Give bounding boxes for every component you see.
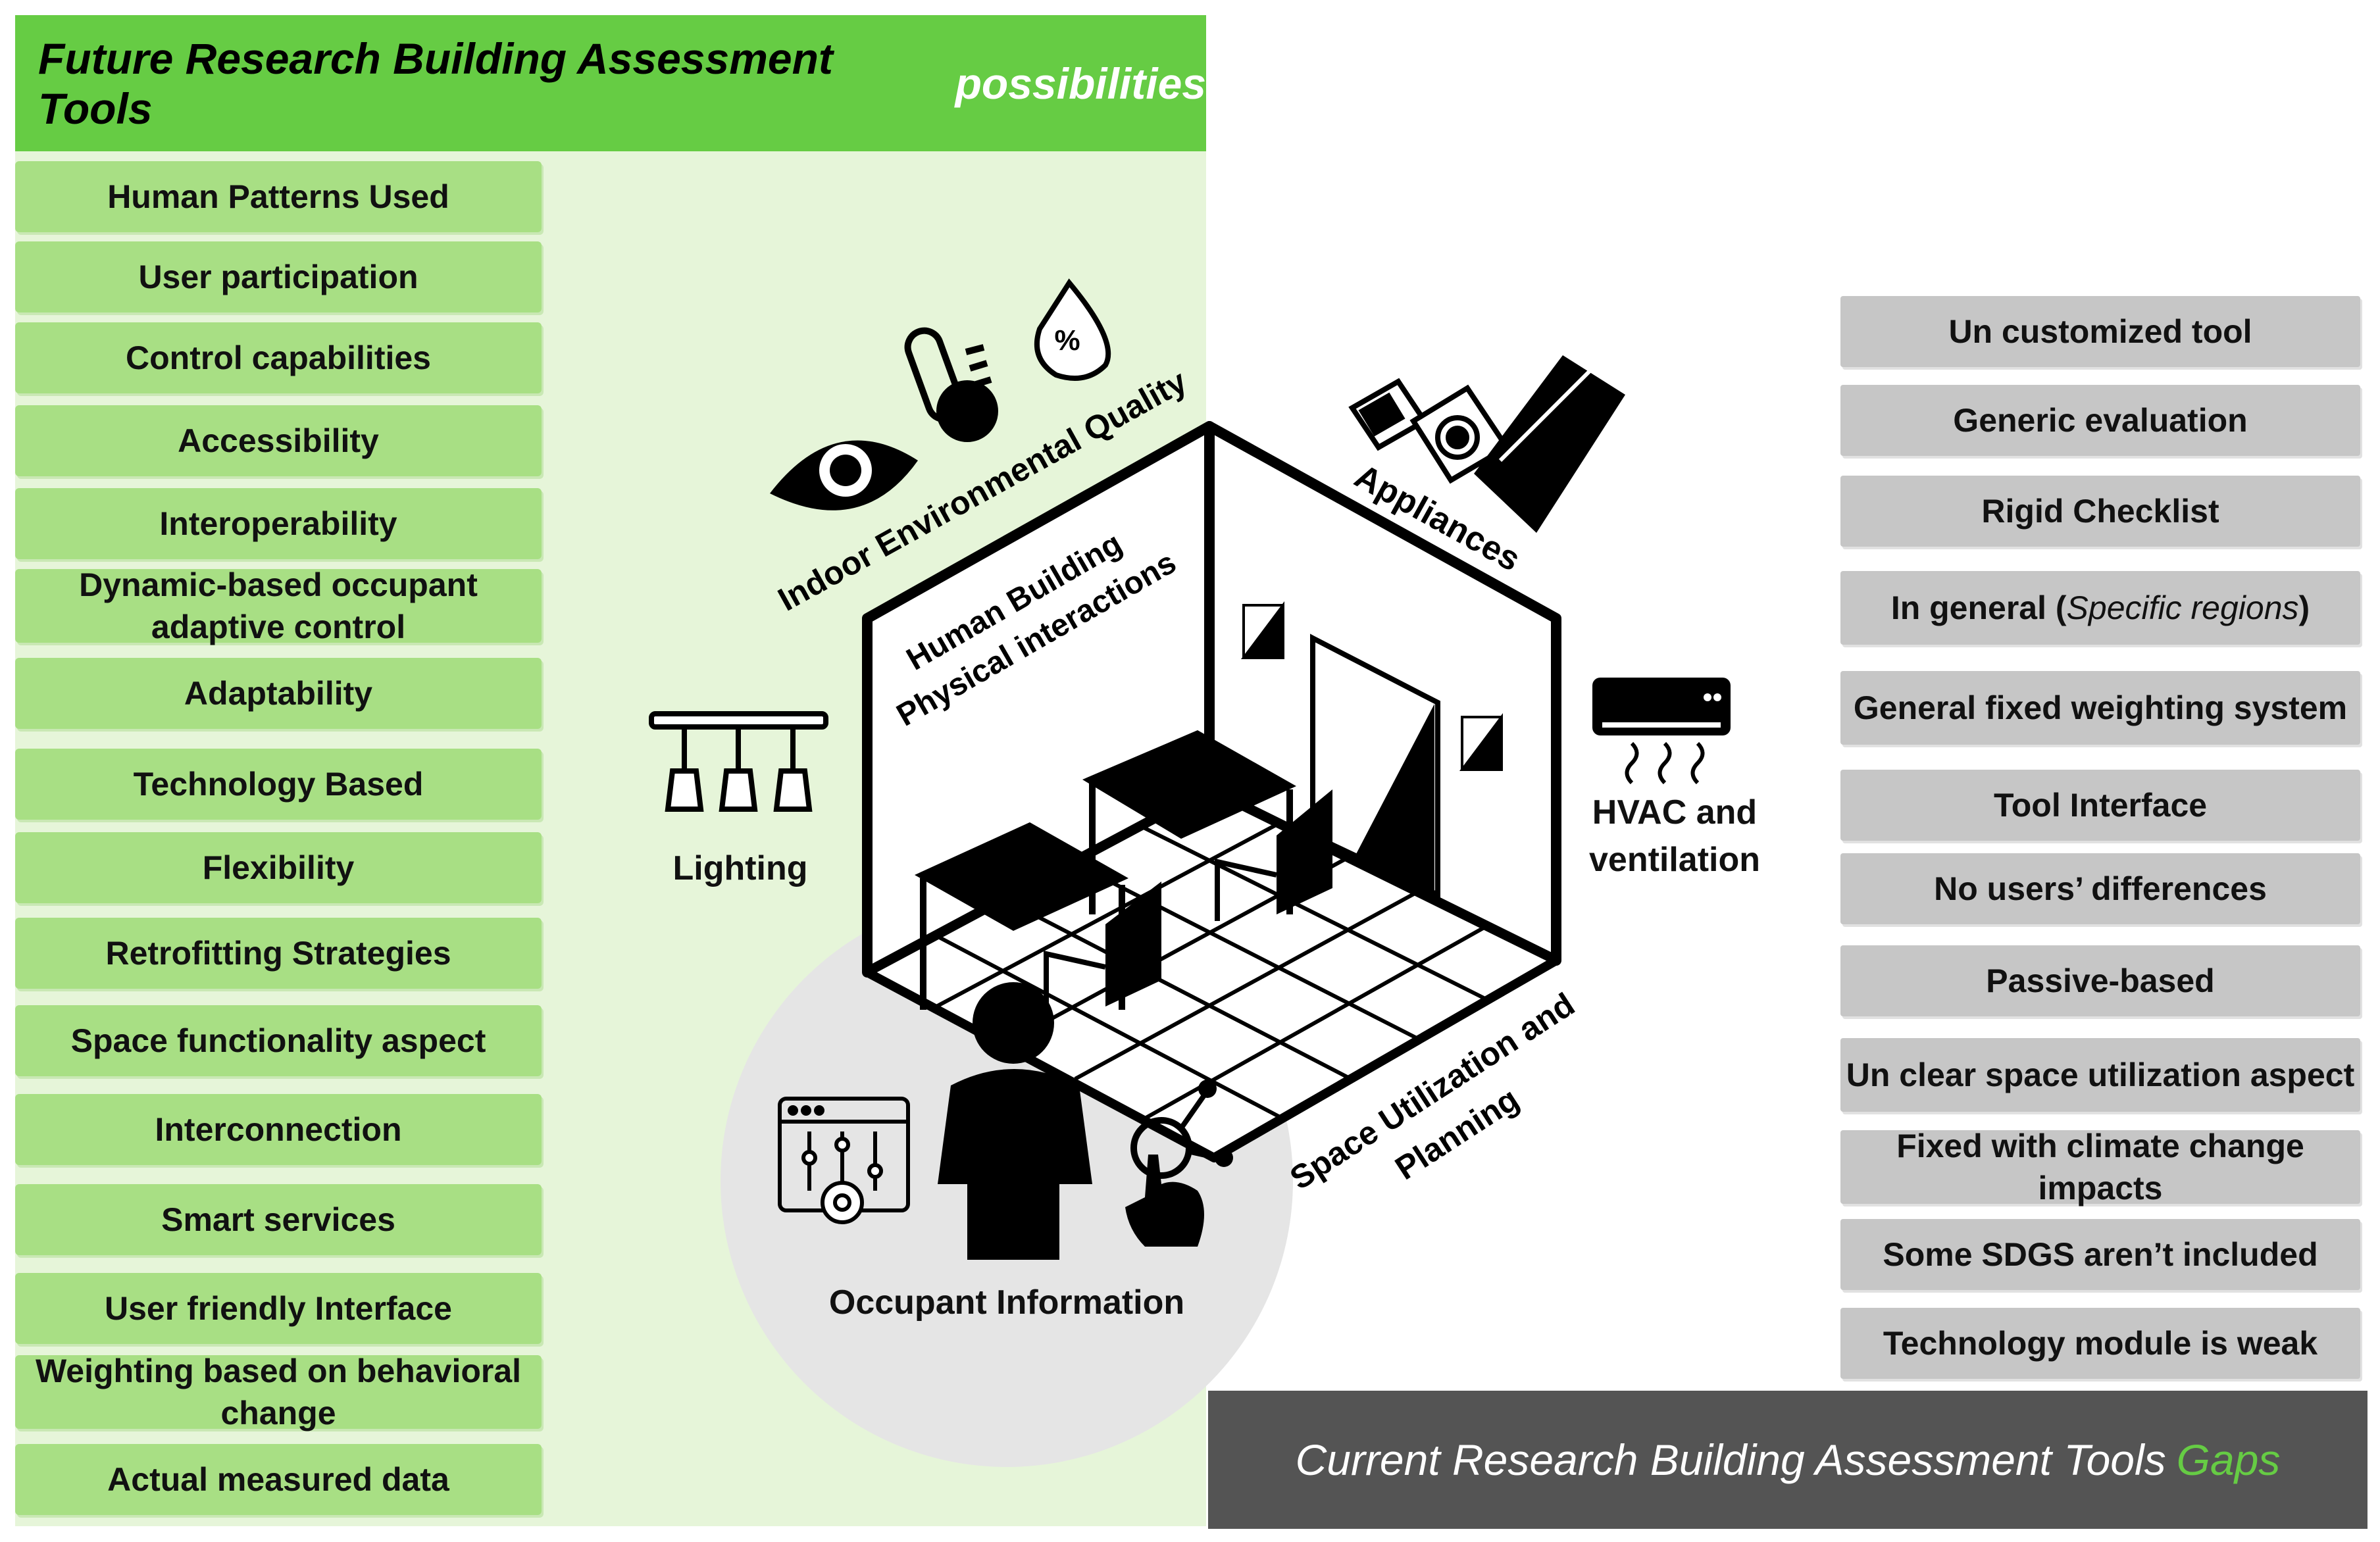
humidity-symbol: % [1054,324,1080,357]
gap-item: Generic evaluation [1840,385,2360,456]
gap-item: Passive-based [1840,945,2360,1016]
possibilities-header: Future Research Building Assessment Tool… [15,15,1206,151]
eye-icon [770,440,918,510]
possibility-item: Accessibility [15,405,542,476]
person-icon [938,982,1092,1260]
possibility-item: Adaptability [15,658,542,729]
possibility-item: Dynamic-based occupant adaptive control [15,566,542,645]
possibility-item: Actual measured data [15,1444,542,1515]
gap-general-italic: Specific regions [2066,589,2299,626]
possibility-item: Interoperability [15,488,542,559]
possibility-item: User participation [15,241,542,312]
washing-machine-icon [1409,384,1511,484]
label-hvac-line1: HVAC and [1592,793,1758,832]
gap-item: Un customized tool [1840,296,2360,367]
possibility-item: Flexibility [15,832,542,903]
gap-item: Rigid Checklist [1840,476,2360,547]
possibility-item: Technology Based [15,749,542,820]
header-title: Future Research Building Assessment Tool… [38,34,833,133]
possibility-item: Retrofitting Strategies [15,918,542,989]
refrigerator-icon [1474,355,1625,533]
chairs [1044,789,1332,1013]
possibility-item: Smart services [15,1184,542,1255]
air-conditioner-icon [1592,678,1731,785]
possibility-item: Control capabilities [15,322,542,393]
possibility-item: User friendly Interface [15,1273,542,1344]
gap-item: In general (Specific regions) [1840,571,2360,645]
footer-title: Current Research Building Assessment Too… [1295,1435,2166,1484]
gap-general-close: ) [2298,589,2310,626]
possibility-item: Space functionality aspect [15,1005,542,1076]
gap-item: No users’ differences [1840,853,2360,924]
gaps-footer: Current Research Building Assessment Too… [1208,1391,2367,1529]
footer-highlight: Gaps [2176,1435,2281,1484]
possibility-item: Human Patterns Used [15,161,542,232]
gap-item: Fixed with climate change impacts [1840,1128,2360,1206]
hand-touch-icon [1125,1080,1233,1247]
gap-item: Tool Interface [1840,770,2360,841]
label-occupant: Occupant Information [828,1283,1185,1322]
humidity-icon: % [1034,278,1111,381]
gap-item: General fixed weighting system [1840,671,2360,745]
possibility-item: Interconnection [15,1094,542,1165]
label-lighting: Lighting [672,849,808,887]
control-panel-icon [778,1097,910,1224]
header-highlight: possibilities [955,59,1206,108]
gap-item: Technology module is weak [1840,1308,2360,1379]
possibility-item: Weighting based on behavioral change [15,1353,542,1431]
gap-general-text: In general ( [1890,589,2067,626]
microwave-icon [1348,378,1429,451]
gap-item: Un clear space utilization aspect [1840,1038,2360,1112]
wall-windows [1241,601,1503,771]
lighting-icon [649,711,828,812]
door [1310,634,1440,899]
gap-item: Some SDGS aren’t included [1840,1219,2360,1290]
thermometer-icon [904,327,998,442]
label-hvac-line2: ventilation [1588,841,1761,879]
